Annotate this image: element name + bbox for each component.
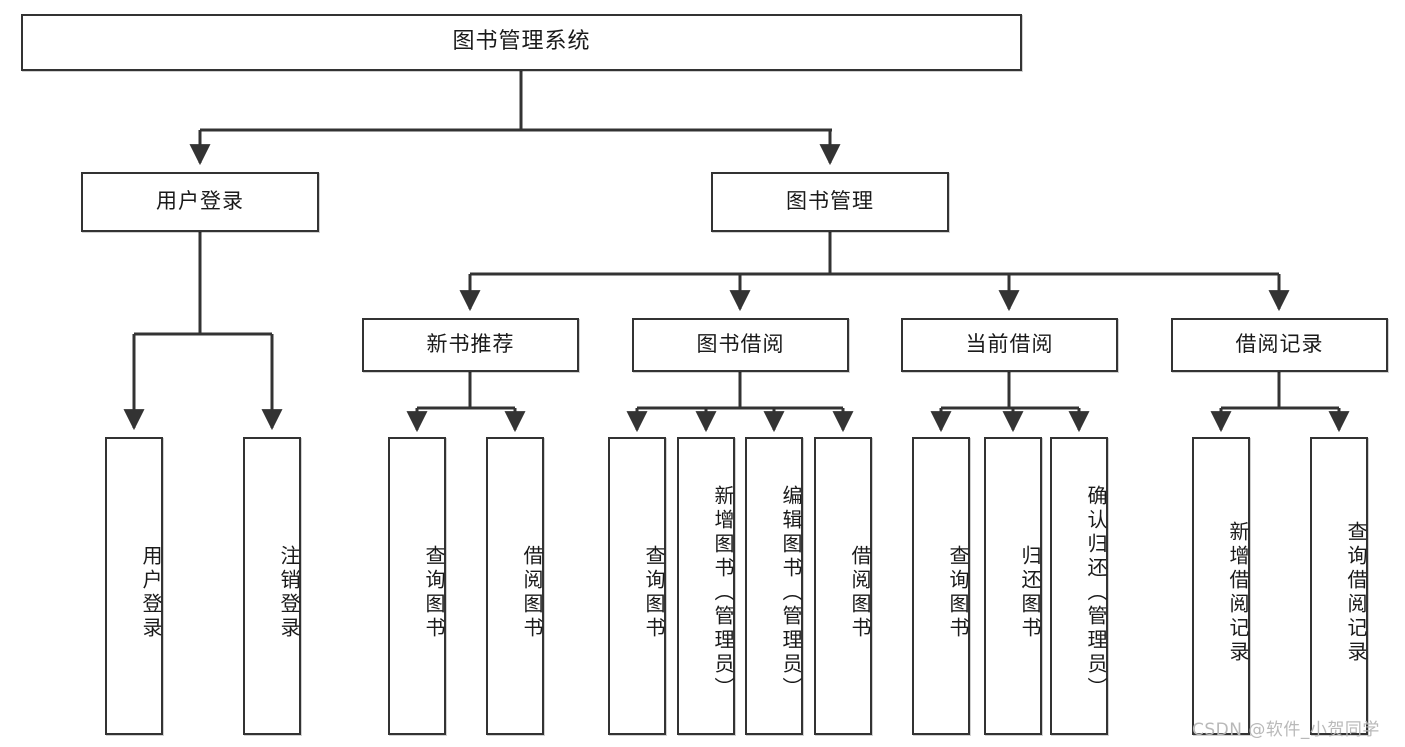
- leaf-return-book[interactable]: 归还图书: [984, 437, 1042, 735]
- leaf-add-book-admin[interactable]: 新增图书（管理员）: [677, 437, 735, 735]
- leaf-borrow-book-recommend[interactable]: 借阅图书: [486, 437, 544, 735]
- node-level2-current-borrow[interactable]: 当前借阅: [901, 318, 1118, 372]
- leaf-logout-login[interactable]: 注销登录: [243, 437, 301, 735]
- node-level2-book-borrow[interactable]: 图书借阅: [632, 318, 849, 372]
- leaf-user-login[interactable]: 用户登录: [105, 437, 163, 735]
- leaf-query-borrow-record[interactable]: 查询借阅记录: [1310, 437, 1368, 735]
- leaf-query-book-borrow[interactable]: 查询图书: [608, 437, 666, 735]
- leaf-borrow-book[interactable]: 借阅图书: [814, 437, 872, 735]
- leaf-confirm-return-admin[interactable]: 确认归还（管理员）: [1050, 437, 1108, 735]
- leaf-query-book-recommend[interactable]: 查询图书: [388, 437, 446, 735]
- leaf-query-book-current[interactable]: 查询图书: [912, 437, 970, 735]
- leaf-edit-book-admin[interactable]: 编辑图书（管理员）: [745, 437, 803, 735]
- leaf-add-borrow-record[interactable]: 新增借阅记录: [1192, 437, 1250, 735]
- node-level2-new-book-recommend[interactable]: 新书推荐: [362, 318, 579, 372]
- node-level2-borrow-record[interactable]: 借阅记录: [1171, 318, 1388, 372]
- node-root[interactable]: 图书管理系统: [21, 14, 1022, 71]
- node-level1-user-login[interactable]: 用户登录: [81, 172, 319, 232]
- csdn-watermark: CSDN @软件_小贺同学: [1192, 720, 1380, 740]
- node-level1-book-management[interactable]: 图书管理: [711, 172, 949, 232]
